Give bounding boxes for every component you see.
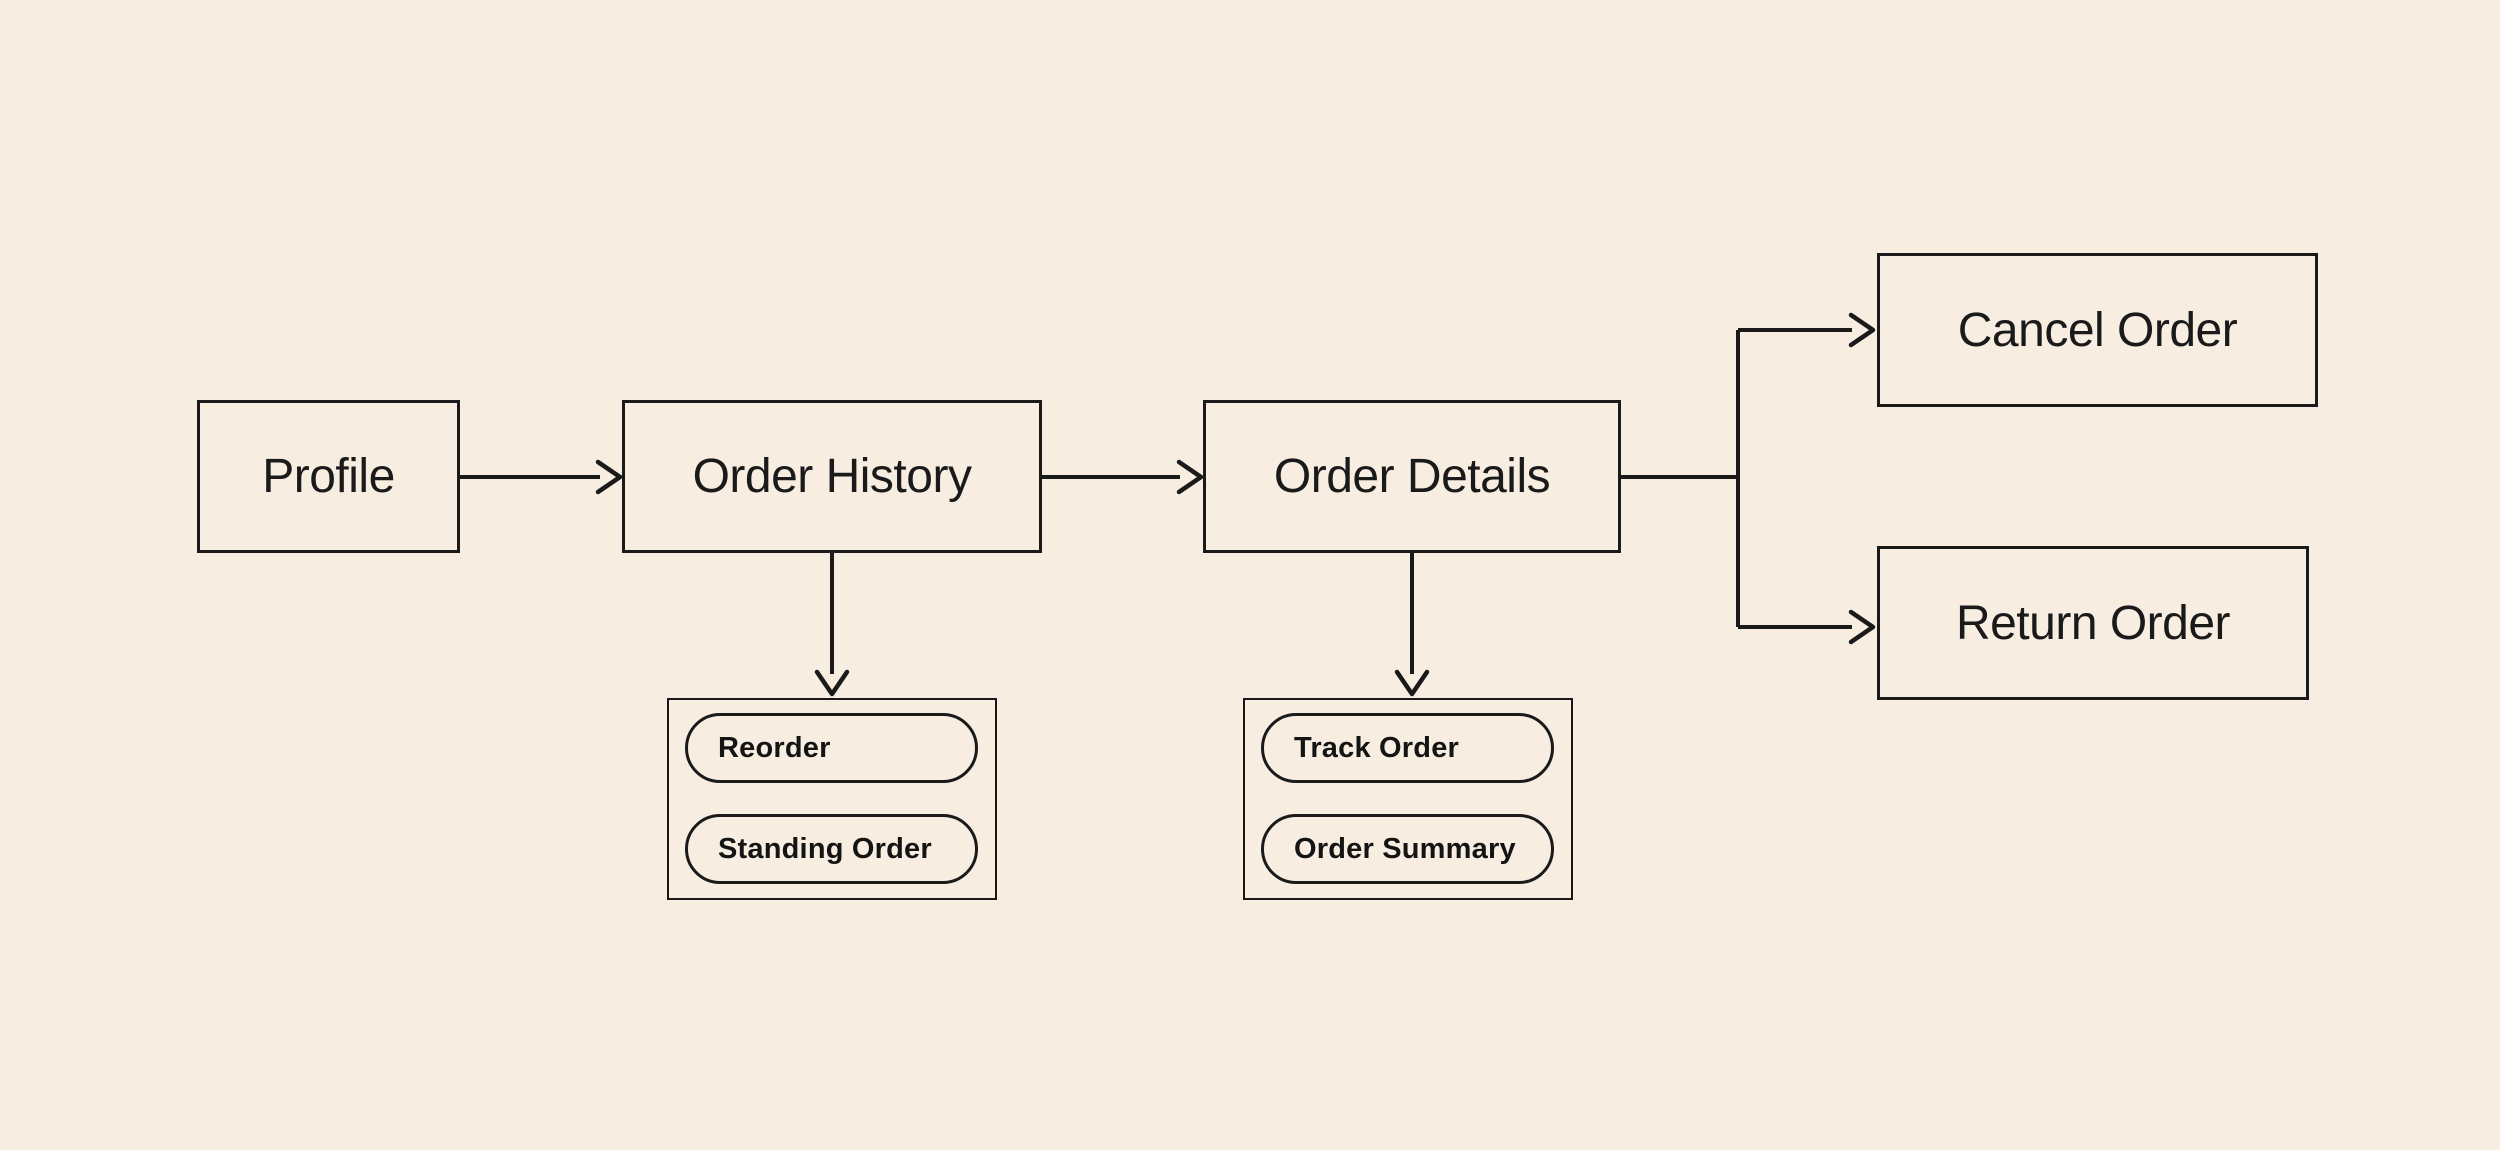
arrowhead-to-return-order (1848, 609, 1876, 645)
pill-track-order: Track Order (1261, 713, 1554, 783)
arrow-order-history-to-actions (814, 553, 850, 697)
node-order-details: Order Details (1203, 400, 1621, 553)
node-return-order-label: Return Order (1955, 596, 2231, 650)
node-order-details-label: Order Details (1273, 450, 1551, 503)
pill-reorder: Reorder (685, 713, 978, 783)
connector-order-details-branch (1621, 312, 1876, 645)
arrow-order-history-to-order-details (1042, 459, 1204, 495)
node-order-history: Order History (622, 400, 1042, 553)
node-cancel-order: Cancel Order (1877, 253, 2318, 407)
node-profile: Profile (197, 400, 460, 553)
pill-standing-order: Standing Order (685, 814, 978, 884)
pill-standing-order-label: Standing Order (718, 832, 932, 865)
node-profile-label: Profile (262, 450, 395, 503)
node-order-history-label: Order History (692, 450, 972, 503)
pill-order-summary-label: Order Summary (1294, 832, 1516, 865)
node-return-order: Return Order (1877, 546, 2309, 700)
arrow-profile-to-order-history (460, 459, 623, 495)
group-order-details-actions: Track Order Order Summary (1243, 698, 1573, 900)
group-order-history-actions: Reorder Standing Order (667, 698, 997, 900)
arrow-order-details-to-actions (1394, 553, 1430, 697)
pill-order-summary: Order Summary (1261, 814, 1554, 884)
arrowhead-to-cancel-order (1848, 312, 1876, 348)
pill-reorder-label: Reorder (718, 731, 831, 764)
node-cancel-order-label: Cancel Order (1957, 303, 2238, 357)
pill-track-order-label: Track Order (1294, 731, 1460, 764)
